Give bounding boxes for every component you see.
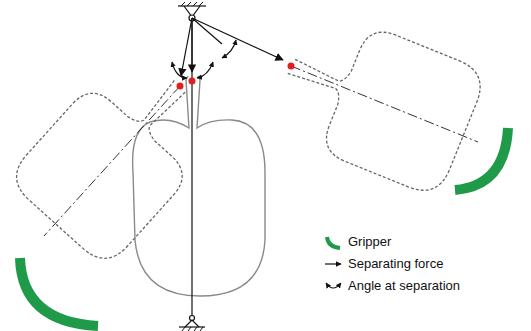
- legend-item: Separating force: [322, 253, 460, 275]
- contact-point: [189, 78, 196, 85]
- angle-sample: [322, 275, 346, 297]
- gripper: [455, 128, 508, 190]
- angle-arc: [222, 40, 236, 58]
- force-sample: [325, 263, 341, 264]
- right-object: [265, 3, 488, 199]
- axis-line: [44, 86, 180, 236]
- legend-label: Angle at separation: [348, 278, 460, 293]
- center-object: [133, 80, 265, 296]
- contact-point: [288, 63, 295, 70]
- gripper-sample: [322, 231, 346, 253]
- angle-sample: [326, 283, 341, 288]
- link-line: [191, 18, 192, 316]
- legend-item: Gripper: [322, 231, 460, 253]
- separating-force: [181, 18, 192, 76]
- legend: GripperSeparating forceAngle at separati…: [322, 231, 460, 297]
- left-object: [5, 40, 231, 269]
- force-sample: [322, 253, 346, 275]
- angle-arc: [172, 62, 187, 78]
- bottom-ground: [179, 316, 205, 331]
- link-line: [192, 18, 222, 44]
- gripper: [20, 258, 98, 326]
- separating-force: [192, 18, 283, 60]
- contact-point: [177, 83, 184, 90]
- legend-label: Gripper: [348, 234, 391, 249]
- gripper-sample: [327, 237, 340, 248]
- legend-item: Angle at separation: [322, 275, 460, 297]
- separating-force: [191, 18, 192, 72]
- dashed-outline: [5, 40, 231, 269]
- axis-line: [291, 66, 478, 142]
- dashed-outline: [265, 3, 488, 199]
- angle-arc: [197, 62, 213, 78]
- legend-label: Separating force: [348, 256, 443, 271]
